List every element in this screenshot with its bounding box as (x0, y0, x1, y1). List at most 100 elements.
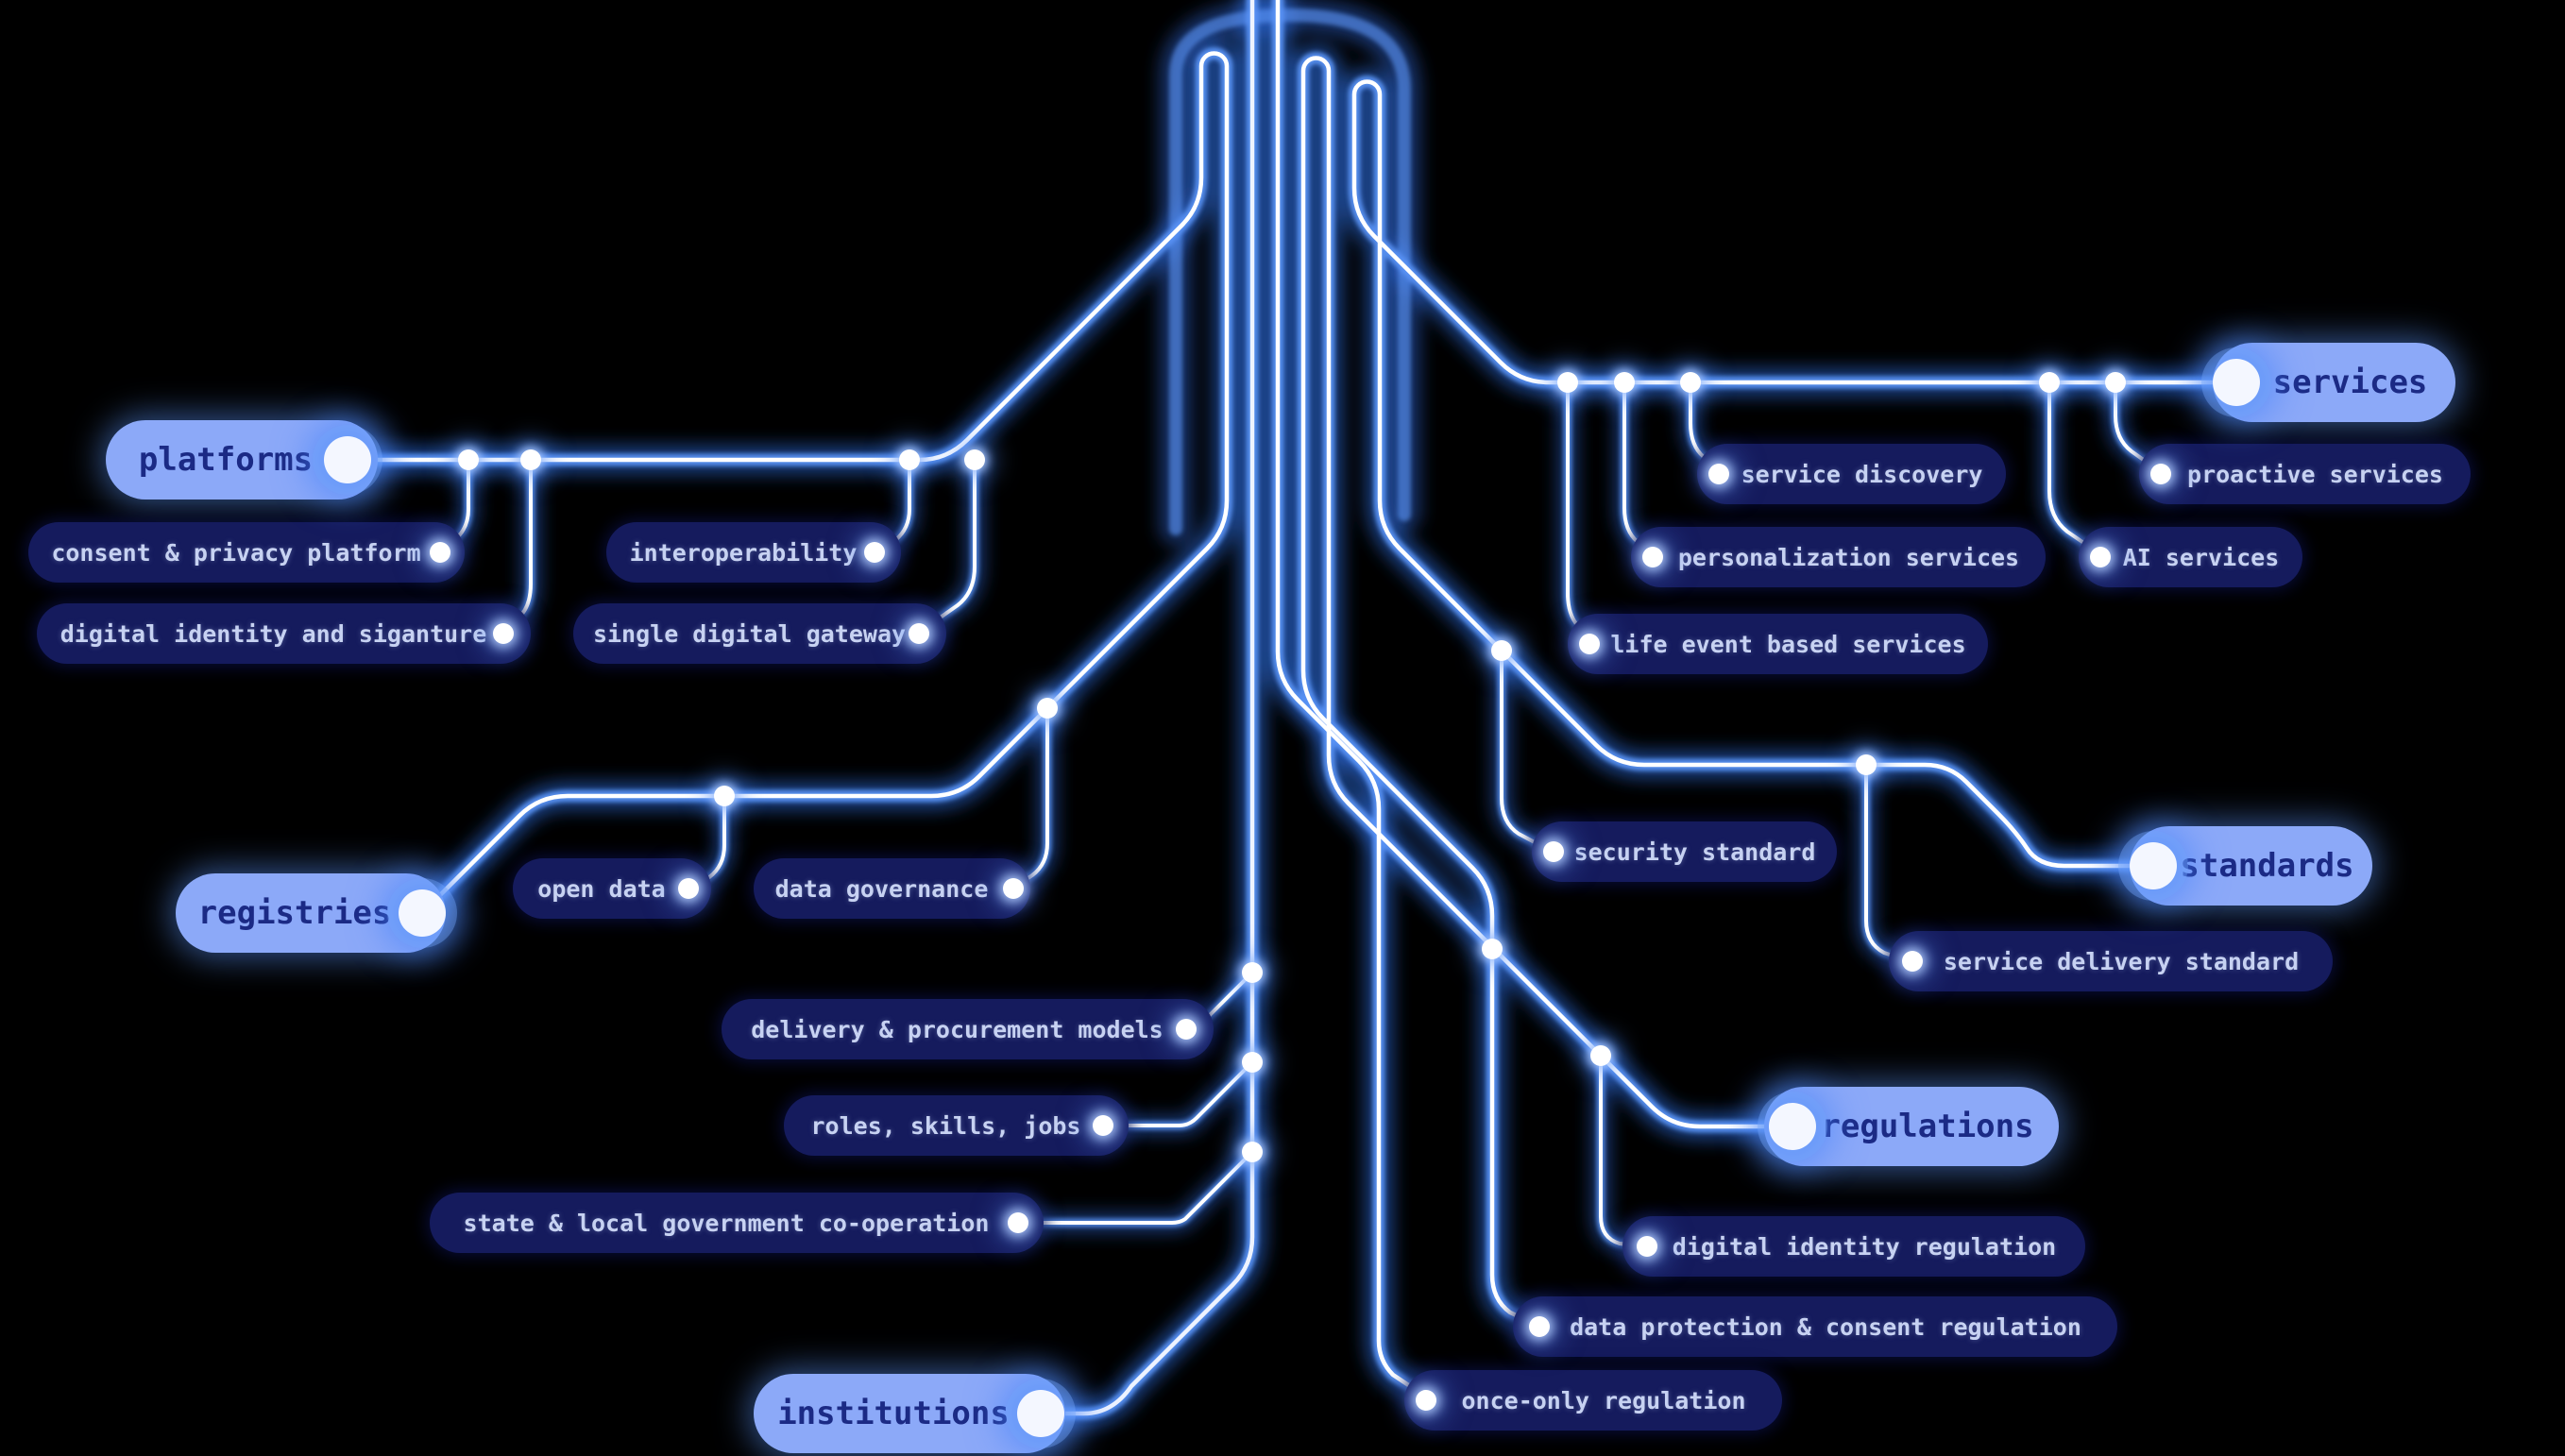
leaf-single-digital-gateway[interactable]: single digital gateway (573, 603, 946, 664)
platforms-label: platforms (138, 441, 314, 479)
leaf-security-standard[interactable]: security standard (1532, 821, 1837, 882)
leaf-roles-skills-jobs[interactable]: roles, skills, jobs (784, 1095, 1129, 1156)
leaf-interoperability[interactable]: interoperability (606, 522, 901, 583)
interoperability-label: interoperability (629, 538, 858, 567)
branch-dot (1242, 1142, 1263, 1162)
single-digital-gateway-label: single digital gateway (592, 619, 907, 648)
leaf-once-only-regulation[interactable]: once-only regulation (1404, 1370, 1782, 1431)
regulations-label: regulations (1821, 1108, 2034, 1145)
leaf-dot-roles-skills-jobs (1093, 1115, 1113, 1136)
leaf-dot-interoperability (864, 542, 885, 563)
digital-identity-signature-label: digital identity and siganture (59, 619, 487, 648)
leaf-dot-digital-identity-signature (493, 623, 514, 644)
branch-life-event (1563, 378, 1592, 644)
branch-ai (2047, 381, 2099, 554)
node-circle-registries (399, 889, 446, 937)
once-only-regulation-label: once-only regulation (1461, 1386, 1746, 1414)
registries-label: registries (197, 894, 392, 932)
leaf-proactive-services[interactable]: proactive services (2139, 444, 2471, 504)
branch-service-delivery (1864, 763, 1909, 962)
leaf-dot-ai-services (2090, 547, 2111, 567)
service-delivery-standard-label: service delivery standard (1943, 947, 2300, 975)
consent-privacy-platform-label: consent & privacy platform (51, 538, 421, 567)
branch-dot (1482, 939, 1503, 959)
leaf-dot-once-only-regulation (1416, 1390, 1436, 1411)
leaf-state-local-government-cooperation[interactable]: state & local government co-operation (430, 1193, 1044, 1253)
leaf-ai-services[interactable]: AI services (2079, 527, 2302, 587)
leaf-dot-open-data (678, 878, 699, 899)
node-circle-standards (2130, 842, 2177, 889)
branch-dot (1856, 754, 1877, 775)
leaf-delivery-procurement-models[interactable]: delivery & procurement models (722, 999, 1214, 1059)
branch-dot (2039, 372, 2060, 393)
leaf-dot-security-standard (1543, 841, 1564, 862)
branch-dot (520, 449, 541, 470)
digital-identity-regulation-label: digital identity regulation (1672, 1232, 2057, 1261)
leaf-dot-personalization-services (1642, 547, 1663, 567)
data-protection-consent-regulation-label: data protection & consent regulation (1570, 1312, 2081, 1341)
branch-roles (1104, 1060, 1254, 1127)
leaf-life-event-based-services[interactable]: life event based services (1568, 614, 1988, 674)
node-institutions[interactable]: institutions (754, 1374, 1065, 1453)
leaf-dot-data-protection-consent-regulation (1529, 1316, 1550, 1337)
trace-platforms-registries (333, 39, 1241, 927)
branch-dot (458, 449, 479, 470)
node-circle-services (2213, 359, 2260, 406)
security-standard-label: security standard (1573, 838, 1816, 866)
branch-dot (1491, 640, 1512, 661)
branch-state (1019, 1150, 1254, 1225)
leaf-dot-single-digital-gateway (909, 623, 929, 644)
branch-dot (1590, 1045, 1611, 1066)
services-label: services (2272, 364, 2428, 401)
data-governance-label: data governance (774, 874, 989, 903)
branch-gateway (913, 450, 984, 639)
leaf-dot-data-governance (1003, 878, 1024, 899)
branch-dot (1242, 962, 1263, 983)
leaf-dot-service-discovery (1708, 464, 1729, 484)
branch-security (1500, 649, 1549, 851)
institutions-label: institutions (777, 1395, 1010, 1432)
branch-proactive (2114, 381, 2160, 472)
leaf-dot-life-event-based-services (1579, 634, 1600, 654)
open-data-label: open data (537, 874, 666, 903)
branch-dot (1557, 372, 1578, 393)
trace-dataprotection-regulations (1300, 56, 1795, 1328)
leaf-dot-consent-privacy-platform (430, 542, 450, 563)
trace-institutions (1038, 0, 1255, 1416)
node-standards[interactable]: standards (2130, 826, 2372, 906)
trace-platforms-registries (345, 51, 1230, 916)
branch-digid-regulation (1599, 1054, 1646, 1248)
trace-outer-arch (1169, 8, 1411, 535)
branch-dot (899, 449, 920, 470)
branch-dot (1680, 372, 1701, 393)
branch-dot (714, 786, 735, 806)
ai-services-label: AI services (2122, 543, 2280, 571)
state-local-government-cooperation-label: state & local government co-operation (463, 1209, 990, 1237)
node-registries[interactable]: registries (176, 873, 446, 953)
leaf-data-protection-consent-regulation[interactable]: data protection & consent regulation (1513, 1296, 2117, 1357)
leaf-digital-identity-signature[interactable]: digital identity and siganture (37, 603, 531, 664)
branch-roles (1096, 1053, 1262, 1135)
leaf-personalization-services[interactable]: personalization services (1631, 527, 2046, 587)
personalization-services-label: personalization services (1677, 543, 2020, 571)
branch-data-governance (1015, 706, 1049, 888)
branch-dot (1242, 1052, 1263, 1073)
branch-gateway (921, 458, 977, 632)
leaf-dot-service-delivery-standard (1902, 951, 1923, 972)
node-circle-institutions (1017, 1390, 1064, 1437)
leaf-service-discovery[interactable]: service discovery (1697, 444, 2006, 504)
branch-service-delivery (1857, 755, 1916, 970)
standards-label: standards (2180, 847, 2354, 885)
leaf-dot-proactive-services (2150, 464, 2171, 484)
proactive-services-label: proactive services (2187, 460, 2443, 488)
leaf-data-governance[interactable]: data governance (754, 858, 1030, 919)
service-discovery-label: service discovery (1741, 460, 1983, 488)
node-circle-platforms (324, 436, 371, 483)
node-circle-regulations (1769, 1103, 1816, 1150)
leaf-consent-privacy-platform[interactable]: consent & privacy platform (28, 522, 465, 583)
leaf-digital-identity-regulation[interactable]: digital identity regulation (1622, 1216, 2085, 1277)
leaf-service-delivery-standard[interactable]: service delivery standard (1889, 931, 2333, 991)
trace-once-only (1275, 0, 1427, 1398)
